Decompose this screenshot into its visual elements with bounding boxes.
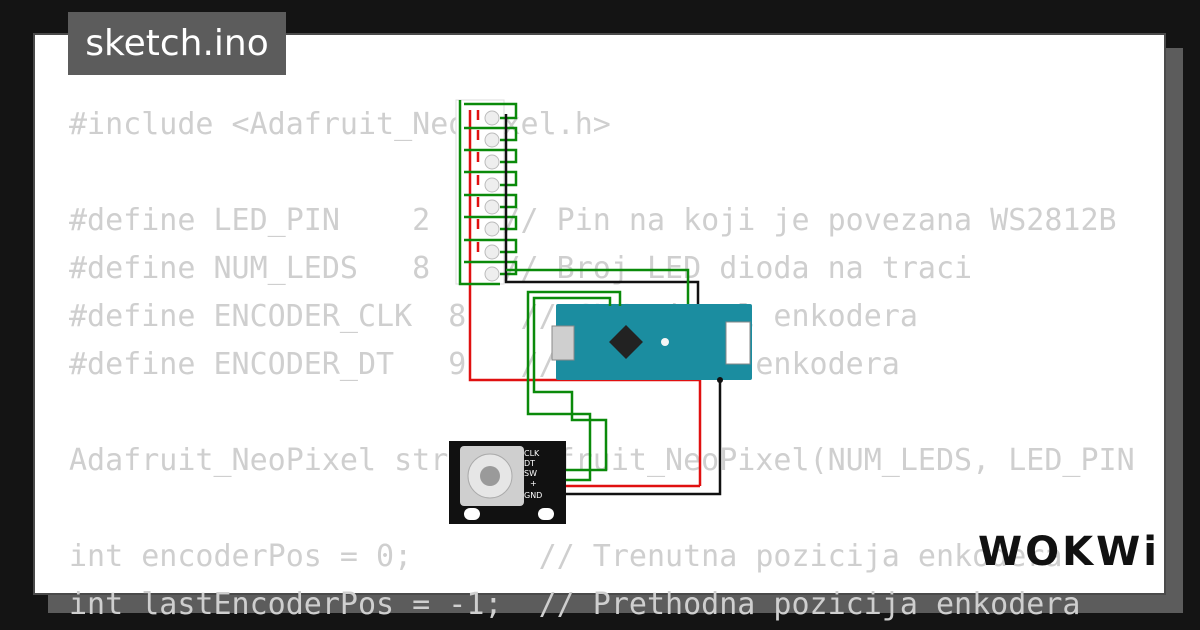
file-tab-label: sketch.ino [85,23,269,64]
encoder-pin-label: SW [524,469,537,478]
neopixel-led [484,244,500,260]
encoder-pin-label: GND [524,491,542,500]
neopixel-led [484,132,500,148]
wokwi-logo: WOKWi [978,529,1160,575]
code-line: #define LED_PIN 2 // Pin na koji je pove… [69,203,1117,238]
arduino-nano[interactable] [551,304,752,380]
code-line: #define NUM_LEDS 8 // Broj LED dioda na … [69,251,973,286]
neopixel-led [484,199,500,215]
neopixel-led [484,177,500,193]
neopixel-led [484,110,500,126]
encoder-pin-label: CLK [524,449,540,458]
neopixel-led [484,154,500,170]
encoder-pin-label: + [530,479,537,488]
led-chain-wires [458,100,702,486]
code-line: #include <Adafruit_NeoPixel.h> [69,107,611,142]
code-line: int encoderPos = 0; // Trenutna pozicija… [69,539,1063,574]
encoder-pin-label: DT [524,459,535,468]
encoder-wires [526,290,723,496]
file-tab[interactable]: sketch.ino [68,12,286,75]
neopixel-led [484,266,500,282]
code-line: int lastEncoderPos = -1; // Prethodna po… [69,587,1081,622]
code-view: #include <Adafruit_NeoPixel.h> #define LE… [69,101,1135,629]
neopixel-strip[interactable] [455,99,505,285]
rotary-encoder[interactable]: CLK DT SW + GND [449,441,566,524]
neopixel-led [484,221,500,237]
neopixel-leds [484,110,500,282]
